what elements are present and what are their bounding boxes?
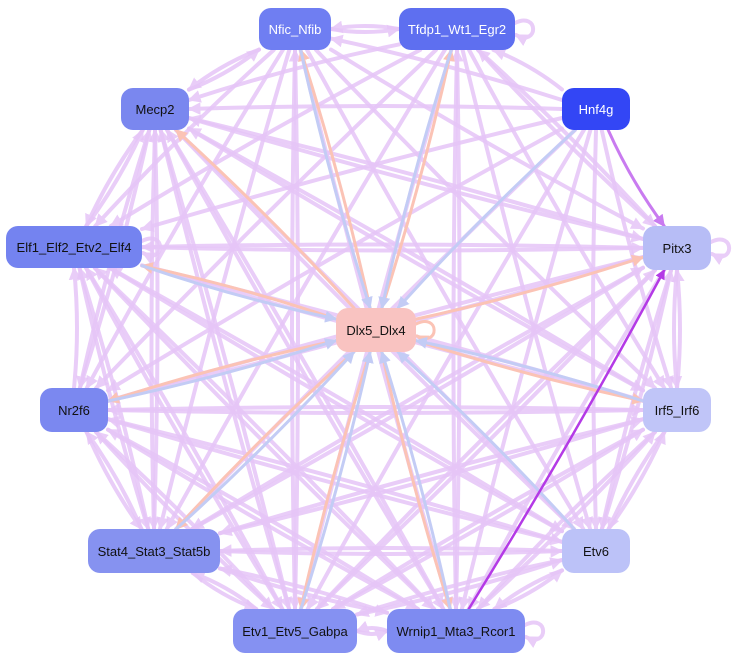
- edge-wrnip1-to-dlx5: [379, 350, 452, 611]
- edge-tfdp1-to-wrnip1: [449, 48, 463, 611]
- edge-irf5-to-mecp2: [187, 126, 645, 393]
- edge-hnf4g-to-dlx5: [396, 128, 577, 310]
- edge-dlx5-to-mecp2: [174, 128, 356, 310]
- edge-dlx5-to-stat4: [174, 350, 356, 531]
- edge-hnf4g-to-pitx3: [606, 128, 666, 228]
- edge-wrnip1-to-wrnip1: [523, 620, 546, 648]
- node-nfic-nfib[interactable]: Nfic_Nfib: [259, 8, 331, 50]
- edge-elf1-to-etv6: [108, 266, 564, 534]
- edge-irf5-to-etv6: [606, 430, 667, 531]
- edge-nfic-to-mecp2: [187, 47, 261, 92]
- edge-elf1-to-mecp2: [84, 128, 145, 228]
- edge-nfic-to-nr2f6: [84, 48, 285, 390]
- edge-nfic-to-irf5: [314, 48, 657, 390]
- edge-wrnip1-to-tfdp1: [450, 48, 464, 611]
- edge-dlx5-to-nr2f6: [106, 339, 338, 404]
- edge-tfdp1-to-irf5: [467, 48, 667, 390]
- edge-hnf4g-to-elf1: [140, 116, 564, 232]
- edge-nr2f6-to-irf5: [106, 403, 645, 417]
- node-dlx5-dlx4[interactable]: Dlx5_Dlx4: [336, 308, 416, 352]
- edge-stat4-to-nr2f6: [84, 430, 144, 531]
- edge-wrnip1-to-etv1: [355, 620, 389, 633]
- edge-irf5-to-pitx3: [671, 268, 685, 390]
- edge-stat4-to-etv6: [218, 545, 564, 558]
- node-nr2f6[interactable]: Nr2f6: [40, 388, 108, 432]
- edge-elf1-to-pitx3: [140, 241, 645, 255]
- edge-pitx3-to-etv1: [314, 268, 658, 611]
- edge-etv1-to-stat4: [190, 570, 259, 611]
- edge-stat4-to-irf5: [218, 416, 645, 536]
- edge-tfdp1-to-dlx5: [378, 48, 453, 310]
- edge-dlx5-to-irf5: [414, 339, 645, 405]
- edge-etv6-to-stat4: [218, 544, 564, 557]
- edge-etv1-to-mecp2: [157, 128, 292, 611]
- edge-nfic-to-tfdp1: [329, 24, 401, 38]
- edge-pitx3-to-stat4: [190, 265, 645, 531]
- edge-wrnip1-to-mecp2: [165, 128, 446, 611]
- edge-etv1-to-dlx5: [299, 350, 374, 611]
- node-pitx3[interactable]: Pitx3: [643, 226, 711, 270]
- edge-etv6-to-elf1: [108, 266, 564, 534]
- edge-dlx5-to-etv1: [297, 350, 372, 611]
- edge-etv6-to-dlx5: [396, 350, 576, 531]
- edge-etv1-to-nfic: [288, 48, 302, 611]
- edge-wrnip1-to-nr2f6: [106, 427, 420, 611]
- node-mecp2[interactable]: Mecp2: [121, 88, 189, 130]
- node-tfdp1-wt1-egr2[interactable]: Tfdp1_Wt1_Egr2: [399, 8, 515, 50]
- node-etv6[interactable]: Etv6: [562, 529, 630, 573]
- edge-stat4-to-dlx5: [174, 350, 356, 531]
- edge-wrnip1-to-pitx3: [467, 268, 666, 611]
- edge-dlx5-to-pitx3: [414, 254, 645, 321]
- edge-pitx3-to-wrnip1: [466, 268, 667, 611]
- edge-pitx3-to-pitx3: [709, 237, 732, 265]
- edge-irf5-to-dlx5: [414, 336, 645, 403]
- edge-pitx3-to-irf5: [669, 268, 683, 390]
- edge-etv6-to-nr2f6: [106, 415, 564, 544]
- edge-dlx5-to-wrnip1: [380, 350, 453, 611]
- edge-dlx5-to-dlx5: [414, 320, 436, 347]
- edge-dlx5-to-tfdp1: [380, 48, 455, 310]
- node-wrnip1-mta3-rcor1[interactable]: Wrnip1_Mta3_Rcor1: [387, 609, 525, 653]
- edge-hnf4g-to-tfdp1: [491, 48, 564, 92]
- edge-hnf4g-to-nr2f6: [106, 126, 564, 393]
- edge-elf1-to-dlx5: [140, 264, 338, 323]
- edge-nr2f6-to-etv6: [106, 417, 564, 546]
- edge-irf5-to-etv1: [331, 427, 645, 611]
- edge-nfic-to-etv6: [305, 48, 586, 531]
- edge-tfdp1-to-stat4: [164, 48, 447, 531]
- edge-pitx3-to-mecp2: [187, 114, 645, 241]
- edge-hnf4g-to-etv1: [305, 128, 586, 611]
- node-stat4-stat3-stat5b[interactable]: Stat4_Stat3_Stat5b: [88, 529, 220, 573]
- node-irf5-irf6[interactable]: Irf5_Irf6: [643, 388, 711, 432]
- edge-etv6-to-wrnip1: [492, 568, 564, 611]
- node-etv1-etv5-gabpa[interactable]: Etv1_Etv5_Gabpa: [233, 609, 357, 653]
- edge-irf5-to-nr2f6: [106, 403, 645, 417]
- edge-nfic-to-dlx5: [299, 48, 373, 310]
- edge-mecp2-to-irf5: [187, 126, 645, 393]
- edge-tfdp1-to-mecp2: [187, 42, 401, 103]
- node-elf1-elf2-etv2-elf4[interactable]: Elf1_Elf2_Etv2_Elf4: [6, 226, 142, 268]
- edge-tfdp1-to-tfdp1: [513, 18, 536, 46]
- node-hnf4g[interactable]: Hnf4g: [562, 88, 630, 130]
- edge-etv6-to-etv1: [355, 558, 564, 618]
- edge-dlx5-to-nfic: [298, 48, 372, 310]
- edge-irf5-to-stat4: [218, 417, 645, 537]
- edge-pitx3-to-elf1: [140, 240, 645, 254]
- edge-nr2f6-to-elf1: [68, 266, 82, 390]
- edge-nr2f6-to-dlx5: [106, 338, 338, 403]
- edge-dlx5-to-elf1: [140, 262, 338, 321]
- edge-mecp2-to-wrnip1: [165, 128, 446, 611]
- edge-stat4-to-pitx3: [190, 265, 645, 531]
